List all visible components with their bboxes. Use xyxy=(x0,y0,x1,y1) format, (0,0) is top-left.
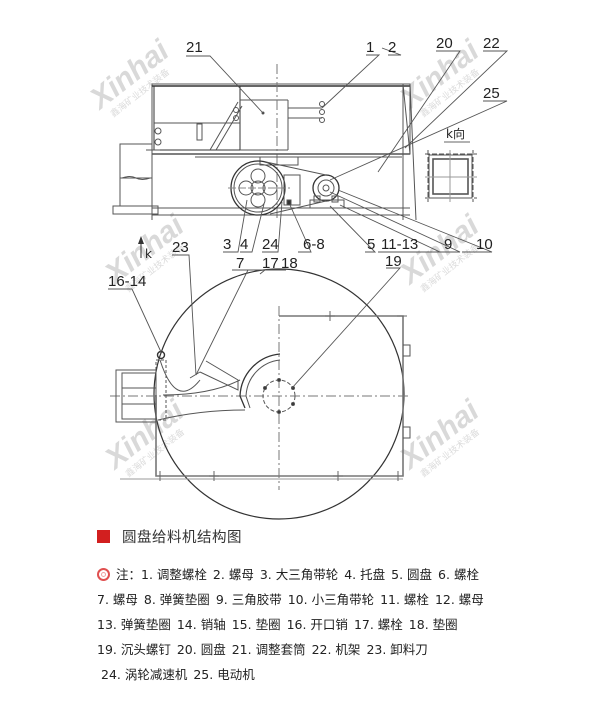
legend-item: 15. 垫圈 xyxy=(231,617,281,632)
callout-17: 17 xyxy=(262,255,279,272)
legend-prefix: 注： xyxy=(116,567,142,582)
callout-1: 1 xyxy=(366,39,374,56)
legend-row: 13. 弹簧垫圈 14. 销轴 15. 垫圈 16. 开口销 17. 螺栓 18. 垫圈 xyxy=(97,612,537,637)
callout-3: 3 xyxy=(223,236,231,253)
callout-20: 20 xyxy=(436,35,453,52)
callout-18: 18 xyxy=(281,255,298,272)
legend-item: 14. 销轴 xyxy=(176,617,226,632)
plan-view xyxy=(110,268,411,520)
legend-row: 7. 螺母 8. 弹簧垫圈 9. 三角胶带 10. 小三角带轮 11. 螺栓 12. 螺母 xyxy=(97,587,537,612)
legend-item: 20. 圆盘 xyxy=(176,642,226,657)
legend-item: 7. 螺母 xyxy=(97,592,138,607)
legend-item: 10. 小三角带轮 xyxy=(287,592,375,607)
legend-item: 17. 螺栓 xyxy=(353,617,403,632)
callout-24: 24 xyxy=(262,236,279,253)
callout-labels-bottom: 23 7 17 18 19 16-14 xyxy=(108,239,402,290)
callout-16-14: 16-14 xyxy=(108,273,146,290)
callout-21: 21 xyxy=(186,39,203,56)
leader-lines-top xyxy=(186,47,509,253)
legend-row: 19. 沉头螺钉 20. 圆盘 21. 调整套筒 22. 机架 23. 卸料刀 xyxy=(97,637,537,662)
legend-item: 5. 圆盘 xyxy=(391,567,433,582)
legend-item: 25. 电动机 xyxy=(193,667,255,682)
callout-22: 22 xyxy=(483,35,500,52)
legend-item: 9. 三角胶带 xyxy=(215,592,282,607)
legend-item: 1. 调整螺栓 xyxy=(141,567,207,582)
legend-item: 3. 大三角带轮 xyxy=(259,567,339,582)
legend-item: 8. 弹簧垫圈 xyxy=(143,592,210,607)
callout-7: 7 xyxy=(236,255,244,272)
callout-23: 23 xyxy=(172,239,189,256)
callout-19: 19 xyxy=(385,253,402,270)
bullet-ring-icon xyxy=(97,568,110,581)
callout-labels-top: 21 1 2 20 22 25 3 4 24 6-8 5 11-13 9 10 … xyxy=(145,35,500,261)
disc-feeder-structure-drawing: Xinhai 鑫海矿业技术装备 Xinhai 鑫海矿业技术装备 Xinhai 鑫… xyxy=(82,34,509,520)
callout-2: 2 xyxy=(388,39,396,56)
callout-10: 10 xyxy=(476,236,493,253)
legend-item: 16. 开口销 xyxy=(286,617,348,632)
legend-item: 19. 沉头螺钉 xyxy=(97,642,171,657)
callout-9: 9 xyxy=(444,236,452,253)
k-arrow-label: k xyxy=(145,247,152,261)
legend-item: 2. 螺母 xyxy=(212,567,254,582)
callout-11-13: 11-13 xyxy=(381,236,418,253)
diagram-title: 圆盘给料机结构图 xyxy=(122,530,242,546)
legend-item: 12. 螺母 xyxy=(434,592,484,607)
callout-4: 4 xyxy=(240,236,248,253)
callout-6-8: 6-8 xyxy=(303,236,325,253)
leader-lines-bottom xyxy=(108,254,402,389)
legend-item: 18. 垫圈 xyxy=(408,617,458,632)
legend-item: 21. 调整套筒 xyxy=(231,642,306,657)
diagram-caption: 圆盘给料机结构图 xyxy=(97,526,242,547)
legend-item: 24. 涡轮减速机 xyxy=(101,667,188,682)
legend-item: 4. 托盘 xyxy=(344,567,386,582)
legend-item: 22. 机架 xyxy=(311,642,361,657)
caption-marker-square xyxy=(97,530,110,543)
legend-item: 6. 螺栓 xyxy=(438,567,479,582)
callout-25: 25 xyxy=(483,85,500,102)
legend-item: 13. 弹簧垫圈 xyxy=(97,617,171,632)
callout-5: 5 xyxy=(367,236,375,253)
legend-item: 11. 螺栓 xyxy=(380,592,429,607)
legend-row: 24. 涡轮减速机 25. 电动机 xyxy=(97,662,537,687)
parts-legend: 注：1. 调整螺栓 2. 螺母 3. 大三角带轮 4. 托盘 5. 圆盘 6. 螺栓 7.… xyxy=(97,562,537,687)
k-direction-label: k向 xyxy=(446,126,465,141)
legend-item: 23. 卸料刀 xyxy=(366,642,428,657)
legend-row: 注：1. 调整螺栓 2. 螺母 3. 大三角带轮 4. 托盘 5. 圆盘 6. 螺栓 xyxy=(97,562,537,587)
